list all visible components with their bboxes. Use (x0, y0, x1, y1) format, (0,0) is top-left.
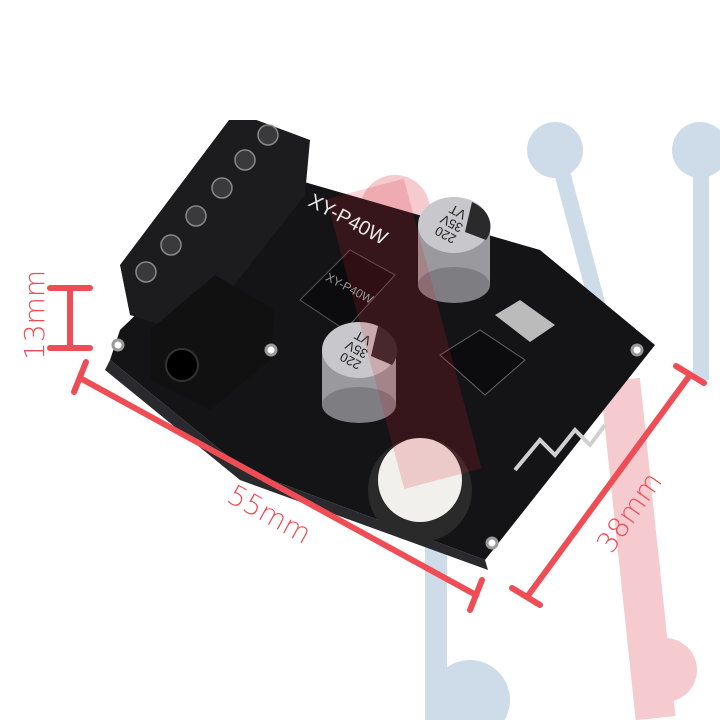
screw-terminal-icon (234, 149, 256, 171)
screw-terminal-icon (185, 205, 207, 227)
screw-terminal-icon (257, 124, 279, 146)
capacitor-top (418, 197, 491, 303)
screw-terminal-icon (211, 177, 233, 199)
screw-terminal-icon (160, 234, 182, 256)
capacitor-bottom (322, 322, 398, 423)
length-dimension-line (77, 375, 479, 598)
mounting-hole (111, 338, 125, 352)
dsp-chip (439, 329, 526, 396)
amplifier-chip (299, 249, 396, 331)
crystal-oscillator (495, 300, 555, 342)
mounting-hole (264, 343, 278, 357)
mounting-hole (485, 536, 499, 550)
pcb-board (105, 120, 655, 570)
width-dimension-line (524, 372, 693, 600)
bluetooth-antenna (513, 423, 607, 472)
screw-terminal-icon (135, 261, 157, 283)
mounting-hole (630, 343, 644, 357)
height-dimension-label: 13mm (18, 269, 51, 360)
terminal-block (120, 120, 310, 335)
